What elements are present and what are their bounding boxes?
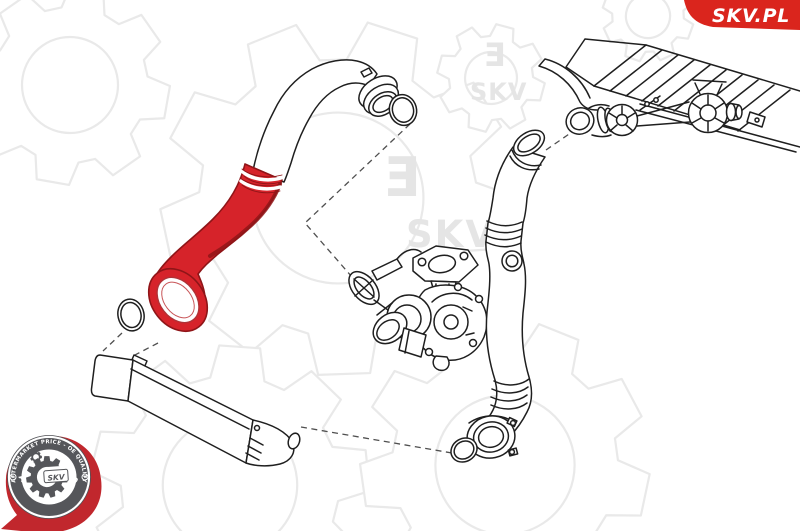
- watermark-letter: E: [484, 36, 506, 74]
- badge-small-gear-icon: [30, 451, 42, 463]
- dashed-line: [545, 131, 573, 151]
- badge-center-text: SKV: [47, 472, 66, 482]
- intake-manifold: [538, 38, 800, 153]
- watermark-gear-icon: [601, 0, 695, 63]
- o-ring-seal: [388, 93, 418, 127]
- mini-gear-icon: [9, 473, 89, 481]
- watermark-gear-icon: [0, 0, 172, 187]
- hose-flange: [466, 415, 519, 459]
- dashed-line: [132, 342, 159, 357]
- watermark-gear-icon: [436, 23, 546, 133]
- turbocharger: [348, 245, 488, 372]
- dashed-line: [102, 332, 123, 352]
- badge-label-box: [43, 468, 69, 484]
- charge-hose-right: [466, 129, 546, 459]
- throttle-body: [565, 79, 743, 138]
- intercooler: [90, 354, 301, 467]
- dashed-line: [304, 123, 411, 278]
- assembly-dashed-lines: [102, 123, 573, 454]
- brand-badge: AFTERMARKET PRICE - OE QUALITY AUTO PART…: [1, 435, 102, 531]
- watermark-letter: E: [384, 146, 421, 209]
- o-ring-seal: [117, 298, 145, 332]
- o-ring-seal: [450, 437, 478, 463]
- brand-logo-text: SKV.PL: [712, 5, 790, 27]
- watermark-skv-small: SKV: [470, 78, 527, 106]
- dashed-line: [300, 426, 453, 454]
- charge-hose-red-product: [147, 163, 283, 333]
- hose-end-flange: [147, 267, 209, 333]
- banner-shape: [684, 0, 800, 30]
- brand-banner: SKV.PL: [684, 0, 800, 30]
